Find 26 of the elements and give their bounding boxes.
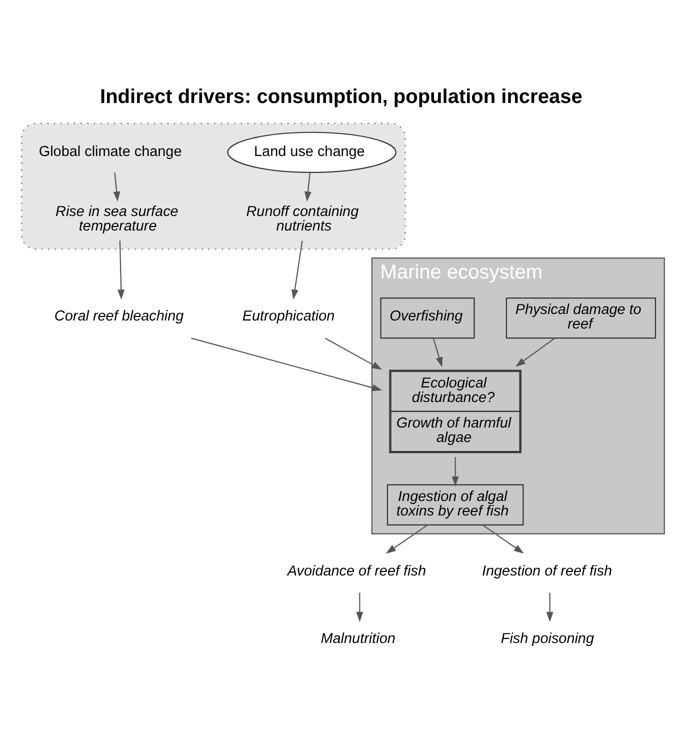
node-ellipse: Land use change — [227, 131, 396, 172]
node-text: Global climate change — [38, 144, 182, 160]
cluster — [21, 122, 406, 250]
arrow — [432, 338, 443, 367]
arrow — [304, 172, 312, 202]
node-text: Fish poisoning — [500, 630, 594, 647]
node-box: Physical damage to reef — [506, 297, 656, 338]
arrow — [118, 240, 125, 300]
node-text: Eutrophication — [242, 308, 335, 324]
node-text: Avoidance of reef fish — [287, 562, 426, 579]
node-text: Ingestion of reef fish — [482, 562, 612, 579]
diagram-title: Indirect drivers: consumption, population increase — [100, 85, 582, 108]
arrow — [546, 592, 554, 622]
arrow — [113, 172, 120, 202]
arrow — [452, 456, 459, 486]
arrow — [515, 337, 555, 366]
node-box: Ingestion of algal toxins by reef fish — [386, 484, 524, 525]
node-text: Coral reef bleaching — [54, 308, 184, 324]
arrow — [324, 337, 382, 370]
node-box: Overfishing — [380, 297, 475, 338]
node-text: Malnutrition — [320, 630, 396, 647]
node-text: Runoff containing nutrients — [246, 204, 359, 234]
node-text: Rise in sea surface temperature — [56, 204, 178, 234]
arrow — [356, 592, 364, 622]
arrow — [291, 240, 303, 300]
arrow — [191, 337, 382, 391]
